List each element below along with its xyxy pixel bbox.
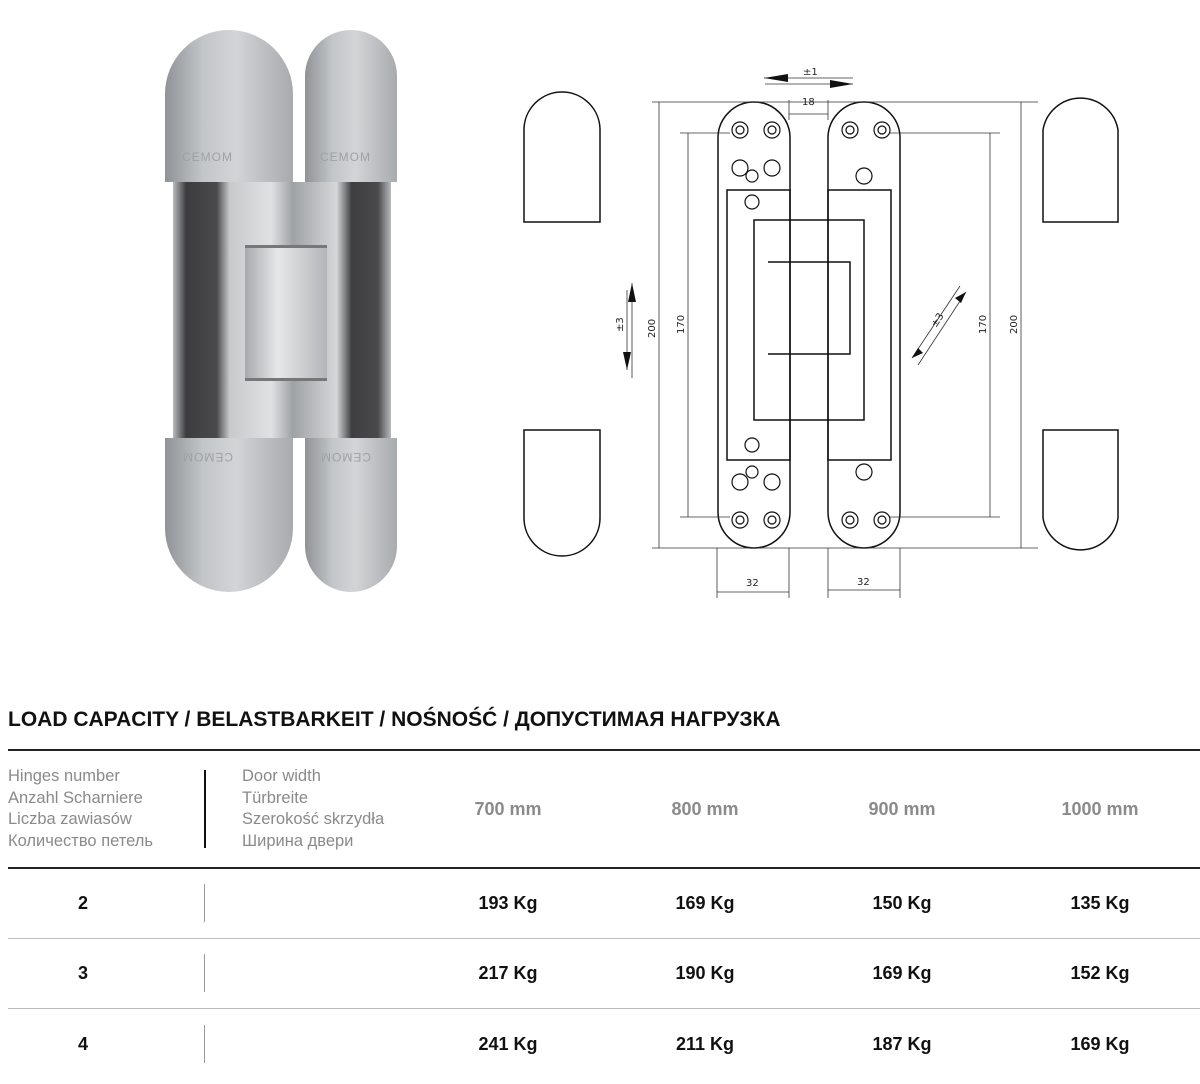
hinges-header-de: Anzahl Scharniere [8, 788, 143, 807]
hinge-photo: CEMOM CEMOM CEMOM CEMOM [160, 30, 400, 592]
column-header-1000: 1000 mm [1061, 799, 1139, 819]
row-value: 150 Kg [872, 893, 932, 913]
left-leaf-bottom [165, 438, 293, 592]
leaf-width-right-label: 32 [857, 577, 870, 588]
row-value: 217 Kg [478, 963, 538, 983]
row-value: 152 Kg [1070, 963, 1130, 983]
row-value: 169 Kg [675, 893, 735, 913]
right-leaf-top [305, 30, 397, 182]
row-hinges: 4 [77, 1034, 88, 1054]
hinges-header-ru: Количество петель [8, 831, 153, 850]
row-separator [204, 1025, 205, 1063]
arrowheads [623, 74, 966, 370]
column-header-700: 700 mm [474, 799, 542, 819]
hinges-header-pl: Liczba zawiasów [8, 810, 132, 828]
header-rule [8, 867, 1200, 869]
brand-label-top-left: CEMOM [182, 150, 233, 164]
title-rule [8, 749, 1200, 751]
brand-label-top-right: CEMOM [320, 150, 371, 164]
row-value: 169 Kg [872, 963, 932, 983]
leaf-width-left-label: 32 [746, 578, 759, 589]
hole-spacing-right-label: 170 [978, 315, 989, 334]
table-title: LOAD CAPACITY / BELASTBARKEIT / NOŚNOŚĆ … [8, 708, 781, 731]
row-value: 241 Kg [478, 1034, 538, 1054]
row-hinges: 3 [77, 963, 88, 983]
row-separator [204, 884, 205, 922]
door-outline-right-top [1042, 97, 1119, 223]
technical-drawing: ±1 18 ±3 200 170 ±3 170 200 32 32 [523, 67, 1119, 598]
header-separator [204, 770, 206, 848]
column-header-900: 900 mm [868, 799, 936, 819]
width-header-de: Türbreite [242, 788, 309, 807]
width-header: Door width Türbreite Szerokość skrzydła … [242, 766, 384, 852]
row-hinges: 2 [77, 893, 88, 913]
right-leaf-bottom [305, 438, 397, 592]
door-outline-right-bottom [1042, 429, 1119, 551]
width-header-ru: Ширина двери [242, 831, 354, 850]
hole-spacing-left-label: 170 [676, 315, 687, 334]
left-leaf-top [165, 30, 293, 182]
screw-holes [731, 121, 891, 529]
row-separator [204, 954, 205, 992]
width-header-pl: Szerokość skrzydła [242, 810, 385, 828]
dimension-lines [626, 77, 1038, 598]
height-adjust-label: ±3 [615, 317, 626, 332]
hinges-header: Hinges number Anzahl Scharniere Liczba z… [8, 766, 153, 852]
depth-adjust-label: ±3 [929, 311, 946, 329]
drawing-right-leaf [827, 101, 901, 549]
row-divider [8, 938, 1200, 939]
hinges-header-en: Hinges number [8, 767, 120, 785]
drawing-left-leaf [717, 101, 791, 549]
row-value: 135 Kg [1070, 893, 1130, 913]
door-outline-left-top [523, 91, 601, 223]
row-value: 193 Kg [478, 893, 538, 913]
overall-height-right-label: 200 [1009, 315, 1020, 334]
width-header-en: Door width [242, 767, 321, 785]
row-value: 169 Kg [1070, 1034, 1130, 1054]
lateral-adjust-label: ±1 [803, 67, 818, 78]
door-outline-left-bottom [523, 429, 601, 557]
row-value: 211 Kg [675, 1034, 735, 1054]
row-value: 187 Kg [872, 1034, 932, 1054]
overall-height-left-label: 200 [647, 319, 658, 338]
column-header-800: 800 mm [671, 799, 739, 819]
gap-label: 18 [802, 97, 815, 108]
row-divider [8, 1008, 1200, 1009]
row-value: 190 Kg [675, 963, 735, 983]
hinge-knuckle [245, 245, 327, 381]
